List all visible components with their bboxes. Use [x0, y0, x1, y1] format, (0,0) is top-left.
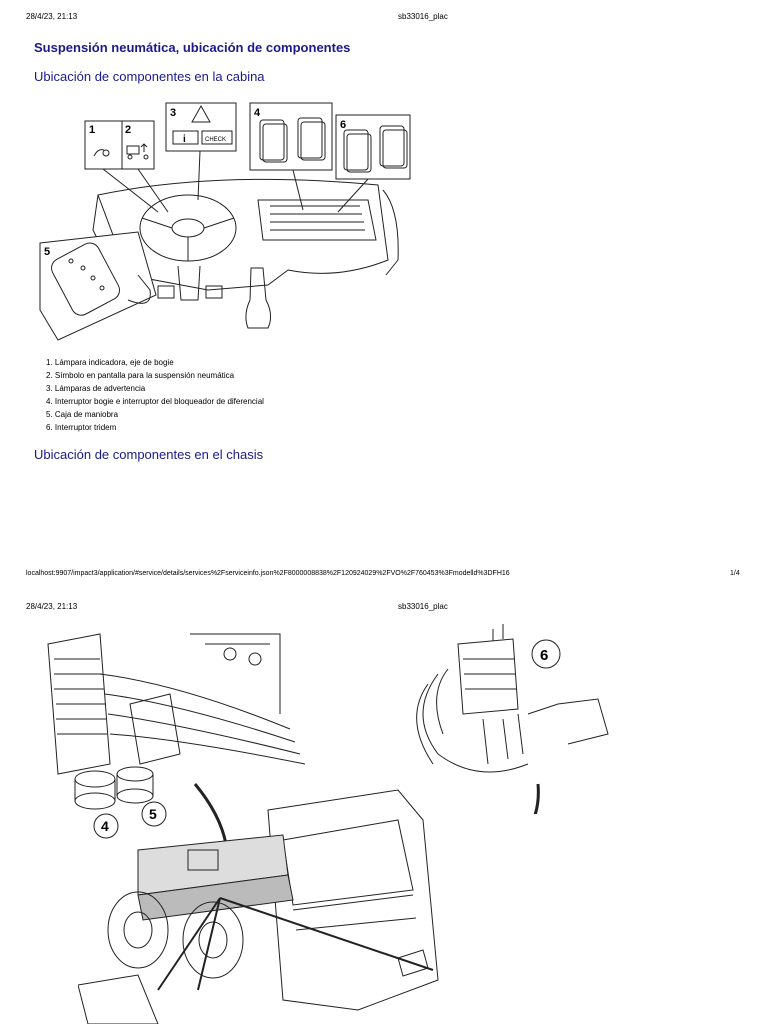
callout-circle-6	[531, 639, 561, 669]
dashboard-drawing	[92, 178, 399, 329]
callout-box-6: 6	[335, 114, 411, 180]
section-heading-chassis: Ubicación de componentes en el chasis	[34, 447, 264, 462]
header-doc-title: sb33016_plac	[398, 12, 448, 21]
valve-block-figure: 4 5	[47, 633, 306, 844]
legend-item: 4. Interruptor bogie e interruptor del b…	[46, 397, 264, 406]
legend-item: 1. Lámpara indicadora, eje de bogie	[46, 358, 174, 367]
legend-item: 5. Caja de maniobra	[46, 410, 119, 419]
component-legend: 1. Lámpara indicadora, eje de bogie 2. S…	[46, 356, 264, 434]
legend-item: 3. Lámparas de advertencia	[46, 384, 146, 393]
callout-label-6: 6	[540, 647, 548, 664]
callout-box-1: 1	[84, 120, 123, 170]
check-lamp-label: CHECK	[205, 137, 226, 143]
callout-label-3: 3	[170, 107, 176, 119]
header-datetime: 28/4/23, 21:13	[26, 12, 78, 21]
pointer-arrow	[533, 783, 540, 814]
header-doc-title: sb33016_plac	[398, 602, 448, 611]
header-datetime: 28/4/23, 21:13	[26, 602, 78, 611]
pointer-arrow	[193, 783, 228, 844]
warning-triangle-icon	[191, 104, 211, 123]
callout-circle-4	[93, 813, 119, 839]
section-heading-cabin: Ubicación de componentes en la cabina	[34, 69, 265, 84]
callout-label-2: 2	[125, 124, 131, 136]
legend-item: 6. Interruptor tridem	[46, 423, 117, 432]
callout-box-4: 4	[249, 102, 333, 171]
page-title: Suspensión neumática, ubicación de compo…	[34, 40, 351, 55]
callout-circle-5	[141, 801, 167, 827]
callout-box-2: 2	[121, 120, 155, 170]
document-page-2: 28/4/23, 21:13 sb33016_plac 4 5 6	[0, 590, 768, 1024]
callout-label-4: 4	[101, 818, 109, 834]
info-lamp-label: i	[183, 134, 186, 145]
tridem-valve-figure: 6	[416, 624, 609, 814]
callout-label-5: 5	[149, 806, 157, 822]
callout-box-5: 5	[39, 231, 157, 341]
callout-label-1: 1	[89, 124, 95, 136]
cabin-components-figure: 1 2 3 i CHECK 4 6	[39, 102, 411, 341]
legend-item: 2. Símbolo en pantalla para la suspensió…	[46, 371, 235, 380]
document-page-1: 28/4/23, 21:13 sb33016_plac Suspensión n…	[26, 12, 740, 577]
footer-url: localhost:9907/impact3/application/#serv…	[26, 570, 510, 577]
callout-label-6: 6	[340, 119, 346, 131]
callout-label-5: 5	[44, 246, 50, 258]
callout-label-4: 4	[254, 107, 261, 119]
callout-box-3: 3 i CHECK	[165, 102, 237, 152]
truck-chassis-figure	[78, 789, 439, 1024]
footer-page-number: 1/4	[730, 570, 740, 577]
